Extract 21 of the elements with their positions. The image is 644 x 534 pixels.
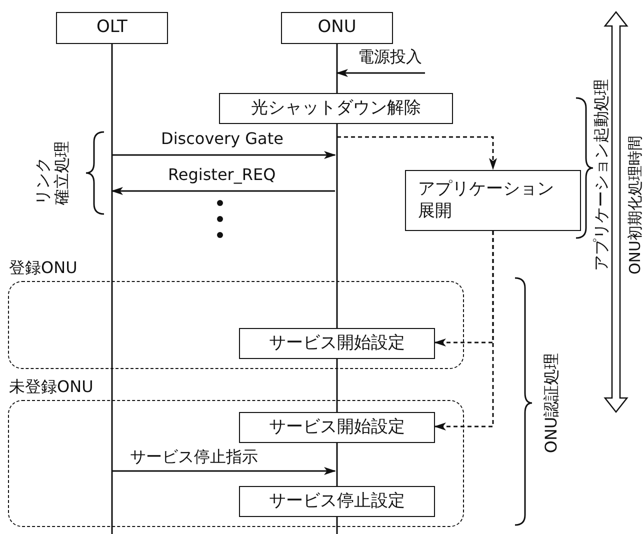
- group-title: 未登録ONU: [9, 377, 94, 398]
- edge-label: Register_REQ: [168, 166, 276, 184]
- vertical-label: ONU認証処理: [541, 352, 561, 454]
- edge-label: 電源投入: [358, 48, 422, 66]
- arrow: [337, 136, 497, 170]
- vertical-label: アプリケーション起動処理: [591, 79, 611, 271]
- process-box: サービス開始設定: [239, 328, 435, 359]
- edge-label: サービス停止指示: [130, 448, 258, 466]
- arrow: [112, 151, 336, 159]
- process-box: アプリケーション展開: [405, 170, 581, 231]
- process-box: サービス開始設定: [239, 412, 435, 443]
- vertical-label: リンク確立処理: [32, 141, 72, 205]
- process-box: サービス停止設定: [239, 486, 435, 517]
- vertical-label: ONU初期化処理時間: [626, 136, 644, 274]
- arrow: [111, 187, 335, 195]
- arrow: [336, 69, 425, 77]
- group-title: 登録ONU: [9, 258, 78, 279]
- edge-label: Discovery Gate: [161, 130, 284, 148]
- process-box: 光シャットダウン解除: [219, 93, 453, 124]
- arrow: [434, 231, 494, 430]
- arrow: [112, 467, 336, 475]
